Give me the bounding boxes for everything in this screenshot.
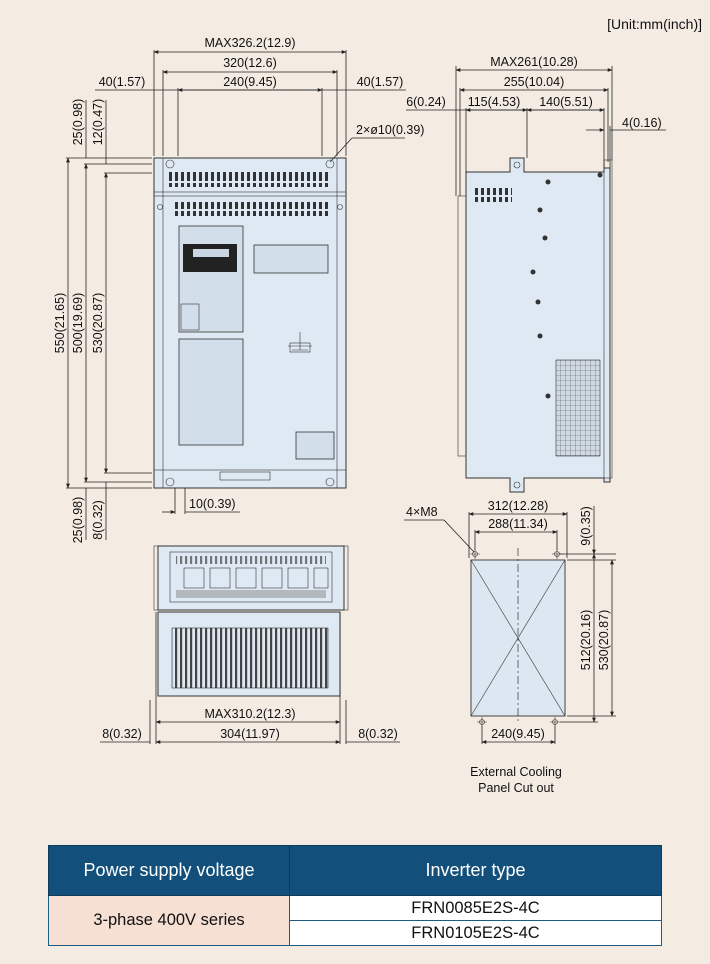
model-table: Power supply voltage Inverter type 3-pha… — [48, 845, 662, 946]
dim-width-320: 320(12.6) — [223, 56, 277, 70]
panel-cutout — [470, 548, 566, 727]
header-power-supply: Power supply voltage — [48, 845, 290, 896]
side-view — [457, 157, 613, 493]
dim-bottom-left-8: 8(0.32) — [102, 727, 142, 741]
dim-top-12: 12(0.47) — [91, 99, 105, 146]
dim-right-40: 40(1.57) — [357, 75, 404, 89]
table-row: 3-phase 400V series FRN0085E2S-4C — [48, 895, 662, 946]
dim-max-310: MAX310.2(12.3) — [204, 707, 295, 721]
table-header-row: Power supply voltage Inverter type — [48, 845, 662, 896]
dim-flange-4: 4(0.16) — [622, 116, 662, 130]
dim-bottom-right-8: 8(0.32) — [358, 727, 398, 741]
unit-label: [Unit:mm(inch)] — [607, 16, 702, 32]
side-heatsink-grid — [555, 359, 601, 457]
dim-height-530: 530(20.87) — [91, 293, 105, 353]
dim-cut-530: 530(20.87) — [597, 610, 611, 670]
dim-cut-312: 312(12.28) — [488, 499, 548, 513]
dim-depth-115: 115(4.53) — [468, 95, 521, 109]
caption-line-2: Panel Cut out — [478, 781, 554, 795]
dim-holes: 2×ø10(0.39) — [356, 123, 424, 137]
dim-max-depth: MAX261(10.28) — [490, 55, 578, 69]
dim-bottom-25: 25(0.98) — [71, 497, 85, 544]
dim-max-width: MAX326.2(12.9) — [204, 36, 295, 50]
dim-height-500: 500(19.69) — [71, 293, 85, 353]
dim-bottom-8: 8(0.32) — [91, 500, 105, 540]
front-dimensions: MAX326.2(12.9) 320(12.6) 240(9.45) 40(1.… — [53, 36, 424, 543]
dim-cut-512: 512(20.16) — [579, 610, 593, 670]
dim-10: 10(0.39) — [189, 497, 236, 511]
side-dimensions: MAX261(10.28) 255(10.04) 6(0.24) 115(4.5… — [406, 55, 666, 196]
dim-height-550: 550(21.65) — [53, 293, 67, 353]
dim-cut-288: 288(11.34) — [488, 517, 548, 531]
caption-line-1: External Cooling — [470, 765, 562, 779]
dim-width-304: 304(11.97) — [220, 727, 280, 741]
bottom-dimensions: MAX310.2(12.3) 304(11.97) 8(0.32) 8(0.32… — [100, 612, 400, 744]
dim-depth-140: 140(5.51) — [539, 95, 593, 109]
front-view — [153, 157, 347, 489]
dim-left-40: 40(1.57) — [99, 75, 146, 89]
header-inverter-type: Inverter type — [289, 845, 662, 896]
cutout-caption: External Cooling Panel Cut out — [430, 764, 602, 796]
dim-top-25: 25(0.98) — [71, 99, 85, 146]
dim-depth-255: 255(10.04) — [504, 75, 564, 89]
inverter-type-2: FRN0105E2S-4C — [289, 920, 662, 946]
inverter-type-1: FRN0085E2S-4C — [289, 895, 662, 921]
cutout-dimensions: 312(12.28) 288(11.34) 4×M8 9(0.35) 512(2… — [404, 499, 616, 744]
dim-m8: 4×M8 — [406, 505, 438, 519]
table-row: FRN0105E2S-4C — [49, 920, 662, 946]
dim-cut-240: 240(9.45) — [491, 727, 545, 741]
bottom-view — [153, 545, 349, 697]
dim-cut-9: 9(0.35) — [579, 506, 593, 546]
dim-width-240: 240(9.45) — [223, 75, 277, 89]
dim-offset-6: 6(0.24) — [406, 95, 446, 109]
voltage-category: 3-phase 400V series — [48, 895, 290, 946]
